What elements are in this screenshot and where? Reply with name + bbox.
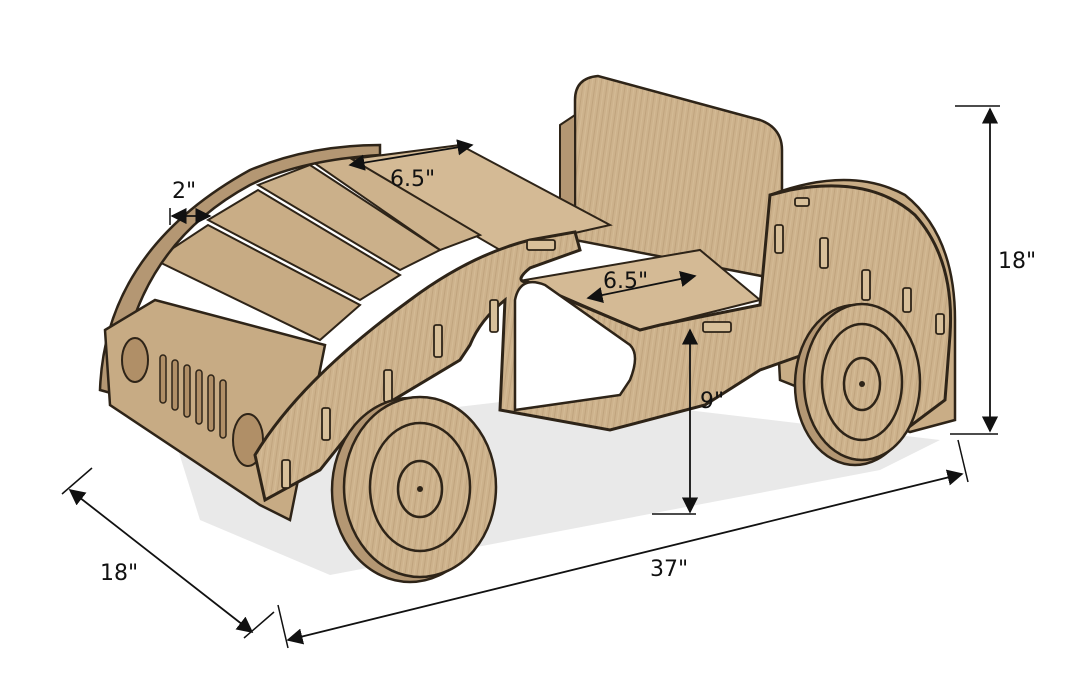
dim-top-shelf-depth: 6.5" bbox=[348, 139, 474, 192]
compartment-divider-3 bbox=[205, 188, 402, 302]
label-height: 18" bbox=[998, 249, 1036, 274]
front-wheel bbox=[330, 395, 498, 584]
headlight-left bbox=[121, 337, 149, 383]
label-seat-height: 9" bbox=[700, 389, 724, 414]
label-seat-depth: 6.5" bbox=[603, 269, 648, 294]
label-compartment-spacing: 2" bbox=[172, 179, 196, 204]
rear-wheel bbox=[793, 302, 922, 467]
label-width: 37" bbox=[650, 557, 688, 582]
label-depth: 18" bbox=[100, 561, 138, 586]
dim-height: 18" bbox=[950, 105, 1036, 435]
dim-width: 37" bbox=[277, 439, 969, 649]
grille-slots bbox=[159, 354, 227, 439]
dim-seat-depth: 6.5" bbox=[586, 269, 697, 303]
compartment-divider-2 bbox=[255, 163, 443, 272]
dim-compartment-spacing: 2" bbox=[169, 179, 212, 225]
dim-depth: 18" bbox=[61, 467, 275, 639]
compartment-divider-4 bbox=[152, 223, 362, 342]
label-top-shelf-depth: 6.5" bbox=[390, 167, 435, 192]
door-cutout bbox=[513, 280, 637, 412]
seat-back-panel bbox=[573, 74, 784, 282]
